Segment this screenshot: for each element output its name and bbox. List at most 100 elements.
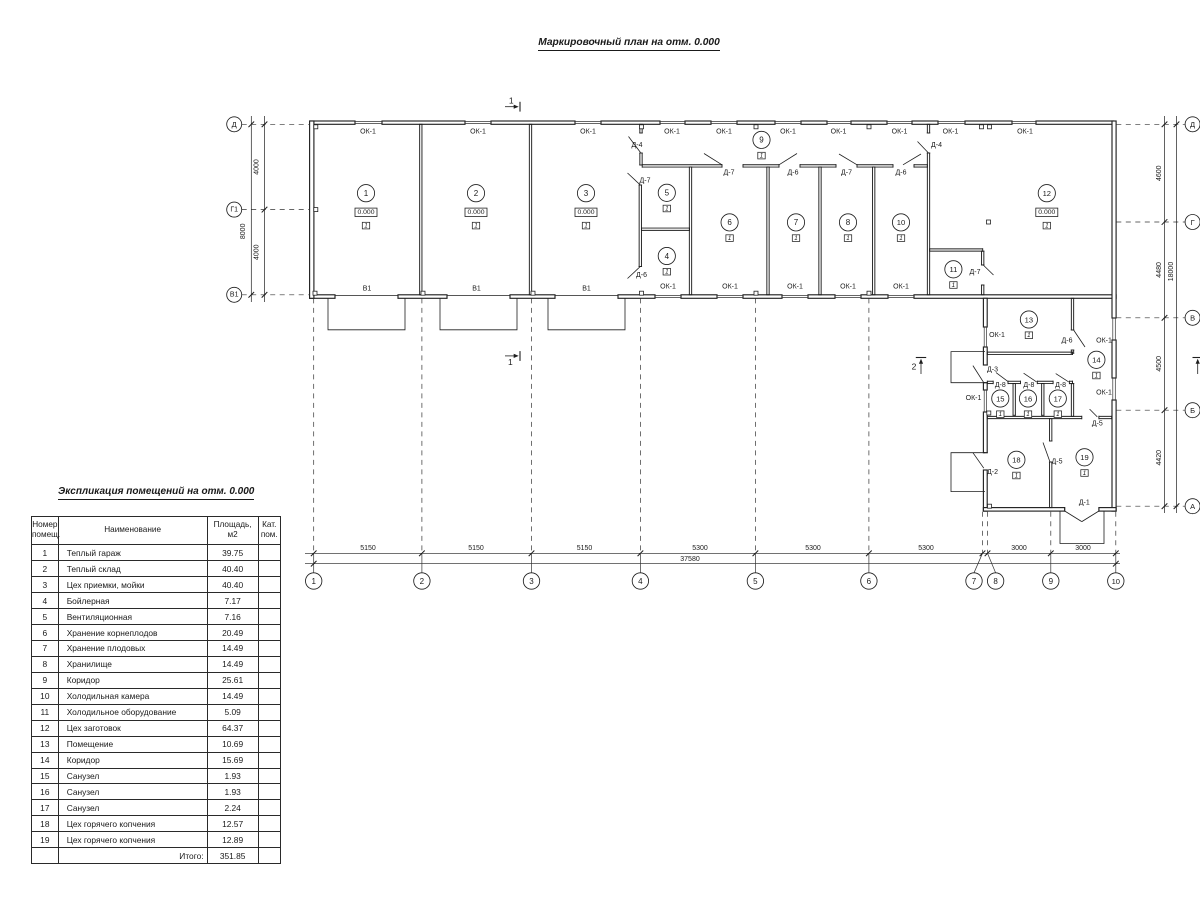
svg-text:3000: 3000 (1011, 545, 1027, 552)
svg-text:7: 7 (794, 218, 799, 227)
svg-text:4000: 4000 (253, 244, 260, 260)
svg-text:ОК-1: ОК-1 (780, 128, 796, 135)
svg-text:10: 10 (1112, 577, 1120, 586)
svg-text:ОК-1: ОК-1 (660, 284, 676, 291)
svg-text:В: В (1190, 314, 1195, 323)
svg-text:В1: В1 (582, 286, 591, 293)
svg-text:3: 3 (584, 189, 589, 198)
svg-text:5150: 5150 (468, 545, 484, 552)
svg-text:8: 8 (846, 218, 851, 227)
svg-text:1: 1 (311, 577, 316, 586)
svg-text:ОК-1: ОК-1 (1017, 128, 1033, 135)
svg-text:9: 9 (759, 136, 764, 145)
svg-text:ОК-1: ОК-1 (966, 395, 982, 402)
svg-text:1: 1 (794, 235, 797, 242)
svg-text:ОК-1: ОК-1 (716, 128, 732, 135)
svg-text:Д-8: Д-8 (1023, 382, 1034, 389)
svg-text:1: 1 (1083, 470, 1086, 477)
svg-text:Д-6: Д-6 (1062, 338, 1073, 345)
svg-text:1: 1 (1015, 472, 1018, 479)
svg-text:0.000: 0.000 (467, 209, 484, 216)
svg-text:Д-6: Д-6 (788, 169, 799, 176)
svg-text:Д-6: Д-6 (636, 272, 647, 279)
svg-text:ОК-1: ОК-1 (892, 128, 908, 135)
svg-text:Д-4: Д-4 (931, 142, 942, 149)
svg-text:1: 1 (665, 205, 668, 212)
svg-text:5300: 5300 (692, 545, 708, 552)
svg-text:2: 2 (912, 362, 917, 372)
svg-text:ОК-1: ОК-1 (360, 128, 376, 135)
svg-text:Г: Г (1191, 218, 1195, 227)
svg-text:ОК-1: ОК-1 (989, 332, 1005, 339)
svg-text:Д-8: Д-8 (995, 382, 1006, 389)
svg-text:4480: 4480 (1156, 262, 1163, 278)
svg-text:5: 5 (753, 577, 758, 586)
svg-text:17: 17 (1054, 394, 1062, 403)
svg-text:19: 19 (1080, 453, 1088, 462)
svg-text:Д-8: Д-8 (1055, 382, 1066, 389)
svg-text:Д-7: Д-7 (724, 169, 735, 176)
svg-text:1: 1 (364, 189, 369, 198)
svg-text:4: 4 (665, 252, 670, 261)
svg-text:7: 7 (972, 577, 977, 586)
svg-text:ОК-1: ОК-1 (580, 128, 596, 135)
svg-text:Д-6: Д-6 (896, 169, 907, 176)
svg-text:Д: Д (232, 120, 237, 129)
svg-text:1: 1 (509, 95, 514, 105)
svg-text:ОК-1: ОК-1 (664, 128, 680, 135)
svg-text:4500: 4500 (1156, 356, 1163, 372)
svg-text:10: 10 (897, 218, 905, 227)
svg-text:1: 1 (665, 269, 668, 276)
svg-text:14: 14 (1092, 356, 1100, 365)
svg-text:15: 15 (996, 394, 1004, 403)
svg-text:Д-7: Д-7 (640, 178, 651, 185)
svg-text:5: 5 (665, 189, 670, 198)
svg-text:18000: 18000 (1168, 262, 1175, 282)
svg-text:Д-5: Д-5 (1052, 458, 1063, 465)
svg-text:1: 1 (1095, 372, 1098, 379)
svg-text:0.000: 0.000 (577, 209, 594, 216)
svg-text:4000: 4000 (253, 159, 260, 175)
svg-text:4: 4 (638, 577, 643, 586)
svg-text:1: 1 (584, 223, 587, 230)
svg-text:ОК-1: ОК-1 (1096, 338, 1112, 345)
svg-text:В1: В1 (363, 286, 372, 293)
svg-text:5150: 5150 (360, 545, 376, 552)
svg-text:6: 6 (727, 218, 732, 227)
svg-text:В1: В1 (230, 292, 239, 299)
svg-text:5300: 5300 (805, 545, 821, 552)
svg-text:ОК-1: ОК-1 (893, 284, 909, 291)
svg-text:ОК-1: ОК-1 (943, 128, 959, 135)
svg-text:Д-5: Д-5 (1092, 420, 1103, 427)
svg-text:1: 1 (1026, 411, 1029, 418)
svg-text:Г1: Г1 (230, 207, 238, 214)
svg-text:1: 1 (1027, 332, 1030, 339)
svg-text:13: 13 (1025, 315, 1033, 324)
svg-text:Д-3: Д-3 (987, 367, 998, 374)
svg-text:18: 18 (1012, 456, 1020, 465)
svg-text:1: 1 (899, 235, 902, 242)
svg-text:ОК-1: ОК-1 (840, 284, 856, 291)
svg-text:ОК-1: ОК-1 (787, 284, 803, 291)
svg-text:1: 1 (728, 235, 731, 242)
svg-text:0.000: 0.000 (1038, 209, 1055, 216)
svg-text:1: 1 (508, 357, 513, 367)
svg-text:8: 8 (993, 577, 998, 586)
svg-text:Д-2: Д-2 (987, 469, 998, 476)
svg-text:5150: 5150 (577, 545, 593, 552)
svg-text:1: 1 (846, 235, 849, 242)
svg-text:11: 11 (949, 265, 957, 274)
svg-text:3: 3 (529, 577, 534, 586)
svg-text:Д-4: Д-4 (632, 142, 643, 149)
svg-text:1: 1 (760, 153, 763, 160)
svg-text:6: 6 (867, 577, 872, 586)
svg-text:8000: 8000 (240, 223, 247, 239)
svg-text:12: 12 (1043, 189, 1051, 198)
svg-text:В1: В1 (472, 286, 481, 293)
svg-text:16: 16 (1024, 394, 1032, 403)
svg-text:9: 9 (1049, 577, 1054, 586)
svg-text:1: 1 (474, 223, 477, 230)
svg-text:37580: 37580 (680, 556, 700, 563)
svg-text:3000: 3000 (1075, 545, 1091, 552)
svg-text:Д: Д (1190, 120, 1195, 129)
